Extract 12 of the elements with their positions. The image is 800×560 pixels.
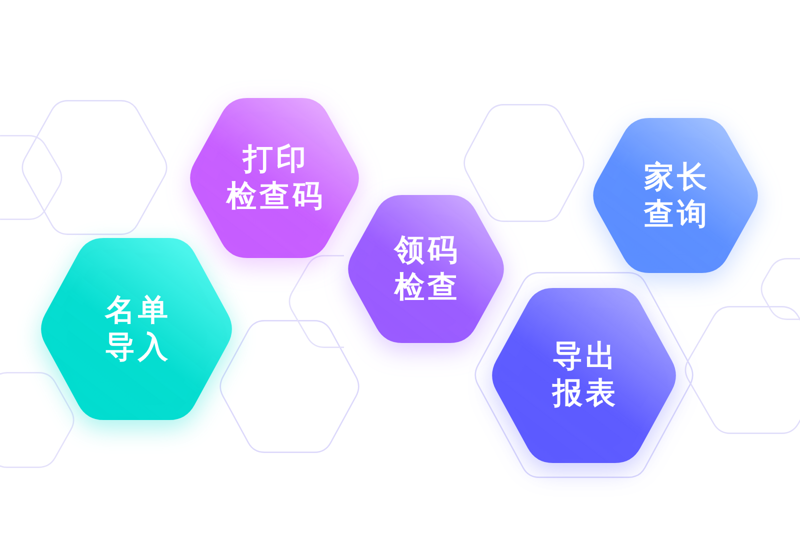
hexagon-outline: [472, 272, 696, 478]
hexagon-outline: [19, 100, 170, 235]
hexagon-outline: [461, 104, 587, 222]
node-label: 家长查询: [642, 158, 710, 232]
node-label: 导出报表: [550, 338, 618, 412]
hexagon-outline: [217, 320, 362, 453]
hexagon-outline: [0, 372, 77, 468]
node-label: 领码检查: [392, 232, 460, 306]
node-label: 打印检查码: [224, 141, 326, 215]
hexagon-outline: [682, 306, 800, 434]
hexagon-outline: [286, 255, 344, 348]
node-label: 名单导入: [104, 292, 171, 366]
